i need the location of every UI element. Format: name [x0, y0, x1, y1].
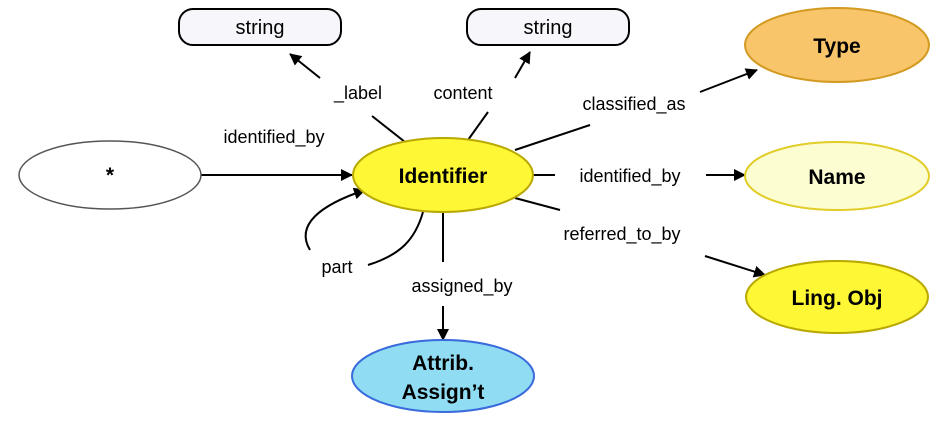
label-label: _label — [333, 83, 382, 104]
node-name: Name — [744, 141, 930, 211]
node-star: * — [18, 140, 202, 210]
node-identifier-label: Identifier — [399, 165, 488, 188]
node-type: Type — [744, 7, 930, 83]
node-string-content: string — [466, 8, 630, 46]
node-string-label: string — [178, 8, 342, 46]
edge-content — [467, 51, 531, 141]
edge-classified-as — [514, 68, 758, 151]
edge-referred-to-by — [514, 197, 766, 278]
node-attrib-assign-line2: Assign’t — [402, 381, 485, 404]
label-content: content — [433, 83, 492, 103]
node-attrib-assign-line1: Attrib. — [412, 352, 474, 375]
label-part: part — [321, 257, 352, 277]
node-ling-obj-label: Ling. Obj — [792, 287, 883, 310]
node-string-content-text: string — [524, 17, 573, 39]
label-assigned-by: assigned_by — [411, 276, 512, 297]
node-type-label: Type — [813, 35, 860, 58]
node-string-label-text: string — [236, 17, 285, 39]
edge-label — [289, 53, 406, 143]
label-identified-by-out: identified_by — [579, 166, 680, 187]
label-classified-as: classified_as — [582, 94, 685, 115]
node-name-label: Name — [808, 166, 865, 189]
node-ling-obj: Ling. Obj — [745, 260, 929, 334]
label-referred-to-by: referred_to_by — [563, 224, 680, 245]
edge-part — [304, 187, 424, 266]
node-attrib-assign: Attrib. Assign’t — [351, 339, 535, 413]
node-star-label: * — [106, 164, 115, 187]
node-identifier: Identifier — [352, 137, 534, 213]
label-identified-by-in: identified_by — [223, 127, 324, 148]
